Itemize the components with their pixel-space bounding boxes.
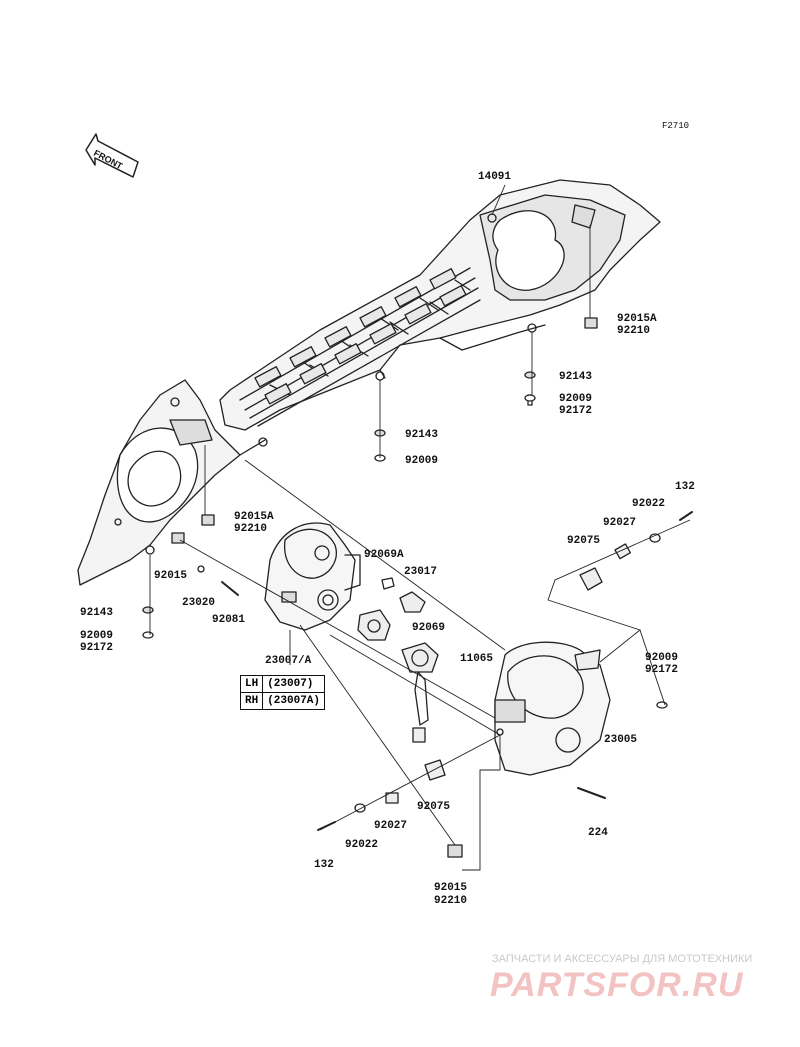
- label-92172-far-right: 92172: [645, 664, 679, 676]
- headlight-right-part: [494, 641, 611, 776]
- label-92210-bottom: 92210: [434, 895, 468, 907]
- label-132-bottom: 132: [314, 859, 334, 871]
- label-23007A: 23007/A: [265, 655, 312, 667]
- side-cell: LH: [239, 675, 264, 693]
- label-92015A-right: 92015A: [617, 313, 657, 325]
- label-92210-right: 92210: [617, 325, 651, 337]
- label-11065: 11065: [460, 653, 494, 665]
- label-92172-left: 92172: [80, 642, 114, 654]
- headlight-left-part: [264, 522, 361, 631]
- label-92009-center: 92009: [405, 455, 439, 467]
- label-92009-right: 92009: [559, 393, 593, 405]
- label-92075-bottom: 92075: [417, 801, 451, 813]
- label-92015-left: 92015: [154, 570, 188, 582]
- left-cowl-part: [77, 379, 241, 586]
- side-cell: RH: [239, 692, 264, 710]
- figure-code: F2710: [662, 121, 690, 131]
- label-92172-right: 92172: [559, 405, 593, 417]
- label-92015A-left: 92015A: [234, 511, 274, 523]
- label-92143-right: 92143: [559, 371, 593, 383]
- label-92009-far-right: 92009: [645, 652, 679, 664]
- label-92027-bottom: 92027: [374, 820, 408, 832]
- label-92022-bottom: 92022: [345, 839, 379, 851]
- table-row: RH (23007A): [239, 692, 326, 710]
- front-arrow-icon: [85, 133, 139, 178]
- part-cell: (23007A): [262, 692, 326, 710]
- label-92015-bottom: 92015: [434, 882, 468, 894]
- label-23005: 23005: [604, 734, 638, 746]
- label-92143-center: 92143: [405, 429, 439, 441]
- bulb-socket-group: [357, 577, 439, 743]
- watermark-logo: PARTSFOR.RU: [490, 966, 744, 1004]
- label-132-right: 132: [675, 481, 695, 493]
- label-23020: 23020: [182, 597, 216, 609]
- side-variant-table: LH (23007) RH (23007A): [239, 675, 326, 710]
- watermark-tagline: ЗАПЧАСТИ И АКСЕССУАРЫ ДЛЯ МОТОТЕХНИКИ: [492, 953, 753, 965]
- label-92022-right: 92022: [632, 498, 666, 510]
- label-224: 224: [588, 827, 608, 839]
- label-92069: 92069: [412, 622, 446, 634]
- label-92081: 92081: [212, 614, 246, 626]
- label-92009-left: 92009: [80, 630, 114, 642]
- label-14091: 14091: [478, 171, 512, 183]
- label-92069A: 92069A: [364, 549, 404, 561]
- label-92210-left: 92210: [234, 523, 268, 535]
- table-row: LH (23007): [239, 675, 326, 693]
- label-23017: 23017: [404, 566, 438, 578]
- label-92075-right: 92075: [567, 535, 601, 547]
- upper-cowl-part: [214, 179, 661, 456]
- part-cell: (23007): [262, 675, 326, 693]
- label-92143-left: 92143: [80, 607, 114, 619]
- label-92027-right: 92027: [603, 517, 637, 529]
